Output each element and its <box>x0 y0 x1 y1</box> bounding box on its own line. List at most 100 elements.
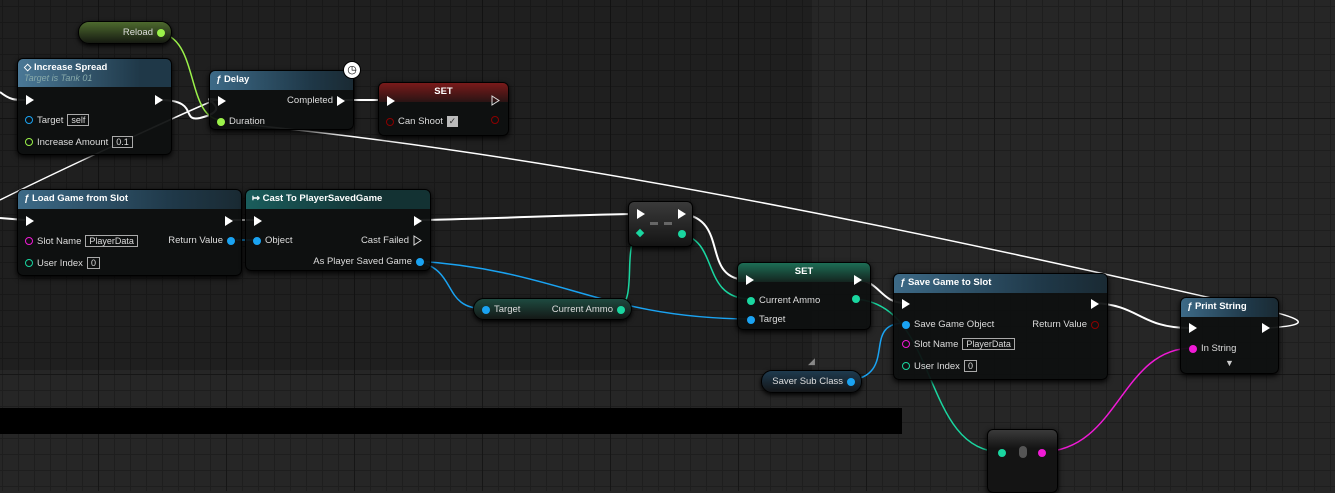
expand-arrow-icon[interactable]: ▼ <box>1225 358 1234 368</box>
object-out-pin[interactable] <box>847 377 855 386</box>
object-pin[interactable] <box>747 315 755 324</box>
reload-label: Reload <box>122 27 153 38</box>
wire-exec <box>249 124 1299 329</box>
exec-in-pin[interactable] <box>902 299 910 309</box>
exec-out-pin[interactable] <box>854 275 862 285</box>
object-pin[interactable] <box>482 305 490 314</box>
exec-out-pin[interactable] <box>1091 299 1099 309</box>
pin-label: Object <box>265 235 293 246</box>
node-title: Delay <box>223 74 250 85</box>
int-pin[interactable] <box>747 296 755 305</box>
float-pin[interactable] <box>157 28 165 37</box>
cast-node[interactable]: ↦ Cast To PlayerSavedGame Object Cast Fa… <box>245 189 431 271</box>
set-current-ammo-node[interactable]: SET Current Ammo Target <box>737 262 871 330</box>
object-out-pin[interactable] <box>416 257 424 266</box>
exec-out-pin[interactable] <box>1262 323 1270 333</box>
exec-out-pin[interactable] <box>678 209 686 219</box>
bool-out-pin[interactable] <box>1091 320 1099 329</box>
exec-out-pin[interactable] <box>491 95 500 106</box>
wire-exec <box>682 213 749 281</box>
exec-in-pin[interactable] <box>637 209 645 219</box>
node-title: Print String <box>1194 301 1247 312</box>
string-pin[interactable] <box>902 340 910 348</box>
convert-icon <box>1019 446 1027 458</box>
exec-in-pin[interactable] <box>218 96 226 106</box>
reload-getter-node[interactable]: Reload <box>78 21 172 44</box>
string-out-pin[interactable] <box>1038 449 1046 457</box>
exec-out-pin[interactable] <box>225 216 233 226</box>
int-to-string-conversion-node[interactable] <box>987 429 1058 493</box>
compact-validate-node[interactable] <box>628 201 693 247</box>
saver-sub-class-getter-node[interactable]: Saver Sub Class <box>761 370 862 393</box>
bool-out-pin[interactable] <box>491 116 499 124</box>
pin-label: Target <box>494 304 521 315</box>
wire-exec <box>419 213 641 221</box>
object-out-pin[interactable] <box>227 236 235 245</box>
bool-pin[interactable] <box>386 117 394 126</box>
set-can-shoot-node[interactable]: SET Can Shoot✓ <box>378 82 509 136</box>
exec-in-pin[interactable] <box>387 96 395 106</box>
exec-out-pin[interactable] <box>414 216 422 226</box>
float-pin[interactable] <box>217 117 225 126</box>
resize-handle-icon[interactable]: ◢ <box>808 356 815 366</box>
delay-node[interactable]: ƒ Delay Completed Duration ◷ <box>209 61 361 130</box>
target-field[interactable]: self <box>67 114 90 126</box>
int-pin[interactable] <box>25 259 33 267</box>
current-ammo-getter-node[interactable]: Target Current Ammo <box>473 298 632 320</box>
overlay-bar <box>0 408 902 434</box>
clock-icon: ◷ <box>343 61 361 79</box>
exec-in-pin[interactable] <box>254 216 262 226</box>
function-icon: ƒ <box>900 277 908 288</box>
exec-in-pin[interactable] <box>26 95 34 105</box>
pin-label: Slot Name <box>37 235 82 247</box>
exec-in-pin[interactable] <box>746 275 754 285</box>
pin-label: Current Ammo <box>759 295 821 306</box>
user-index-field[interactable]: 0 <box>963 360 977 372</box>
function-icon: ƒ <box>24 193 32 204</box>
pin-label: In String <box>1201 343 1237 354</box>
pin-label: Can Shoot <box>398 116 443 127</box>
int-in-pin[interactable] <box>998 449 1006 457</box>
pin-label: User Index <box>914 360 960 372</box>
can-shoot-checkbox[interactable]: ✓ <box>446 116 458 127</box>
exec-out-pin[interactable] <box>155 95 163 105</box>
user-index-field[interactable]: 0 <box>86 257 100 269</box>
pin-label: Target <box>37 114 64 126</box>
object-pin[interactable] <box>253 236 261 245</box>
node-title: Load Game from Slot <box>31 193 129 204</box>
wire-string <box>1041 347 1194 453</box>
print-string-node[interactable]: ƒ Print String In String ▼ <box>1180 297 1279 374</box>
equals-icon <box>650 222 672 225</box>
pin-label: Increase Amount <box>37 136 109 148</box>
exec-out-pin[interactable] <box>337 95 345 106</box>
string-pin[interactable] <box>1189 344 1197 353</box>
node-subtitle: Target is Tank 01 <box>24 73 93 83</box>
save-game-node[interactable]: ƒ Save Game to Slot Save Game Object Ret… <box>893 273 1108 380</box>
int-out-pin[interactable] <box>617 305 625 314</box>
int-out-pin[interactable] <box>678 230 686 238</box>
string-pin[interactable] <box>25 237 33 245</box>
wire-exec <box>1093 302 1191 329</box>
pin-label: Cast Failed <box>360 235 409 246</box>
int-in-pin[interactable] <box>635 228 645 238</box>
cast-failed-pin[interactable] <box>413 235 422 246</box>
pin-label: Return Value <box>168 235 223 246</box>
amount-field[interactable]: 0.1 <box>112 136 133 148</box>
node-title: Cast To PlayerSavedGame <box>262 193 383 204</box>
cast-icon: ↦ <box>252 193 263 204</box>
event-icon: ◇ <box>24 62 34 73</box>
pin-label: Current Ammo <box>551 304 613 315</box>
float-pin[interactable] <box>25 138 33 146</box>
exec-in-pin[interactable] <box>26 216 34 226</box>
slot-name-field[interactable]: PlayerData <box>85 235 138 247</box>
int-out-pin[interactable] <box>852 295 860 303</box>
object-pin[interactable] <box>902 320 910 329</box>
exec-in-pin[interactable] <box>1189 323 1197 333</box>
slot-name-field[interactable]: PlayerData <box>962 338 1015 350</box>
int-pin[interactable] <box>902 362 910 370</box>
pin-label: As Player Saved Game <box>313 256 412 267</box>
pin-label: Completed <box>287 95 333 106</box>
object-pin[interactable] <box>25 116 33 124</box>
